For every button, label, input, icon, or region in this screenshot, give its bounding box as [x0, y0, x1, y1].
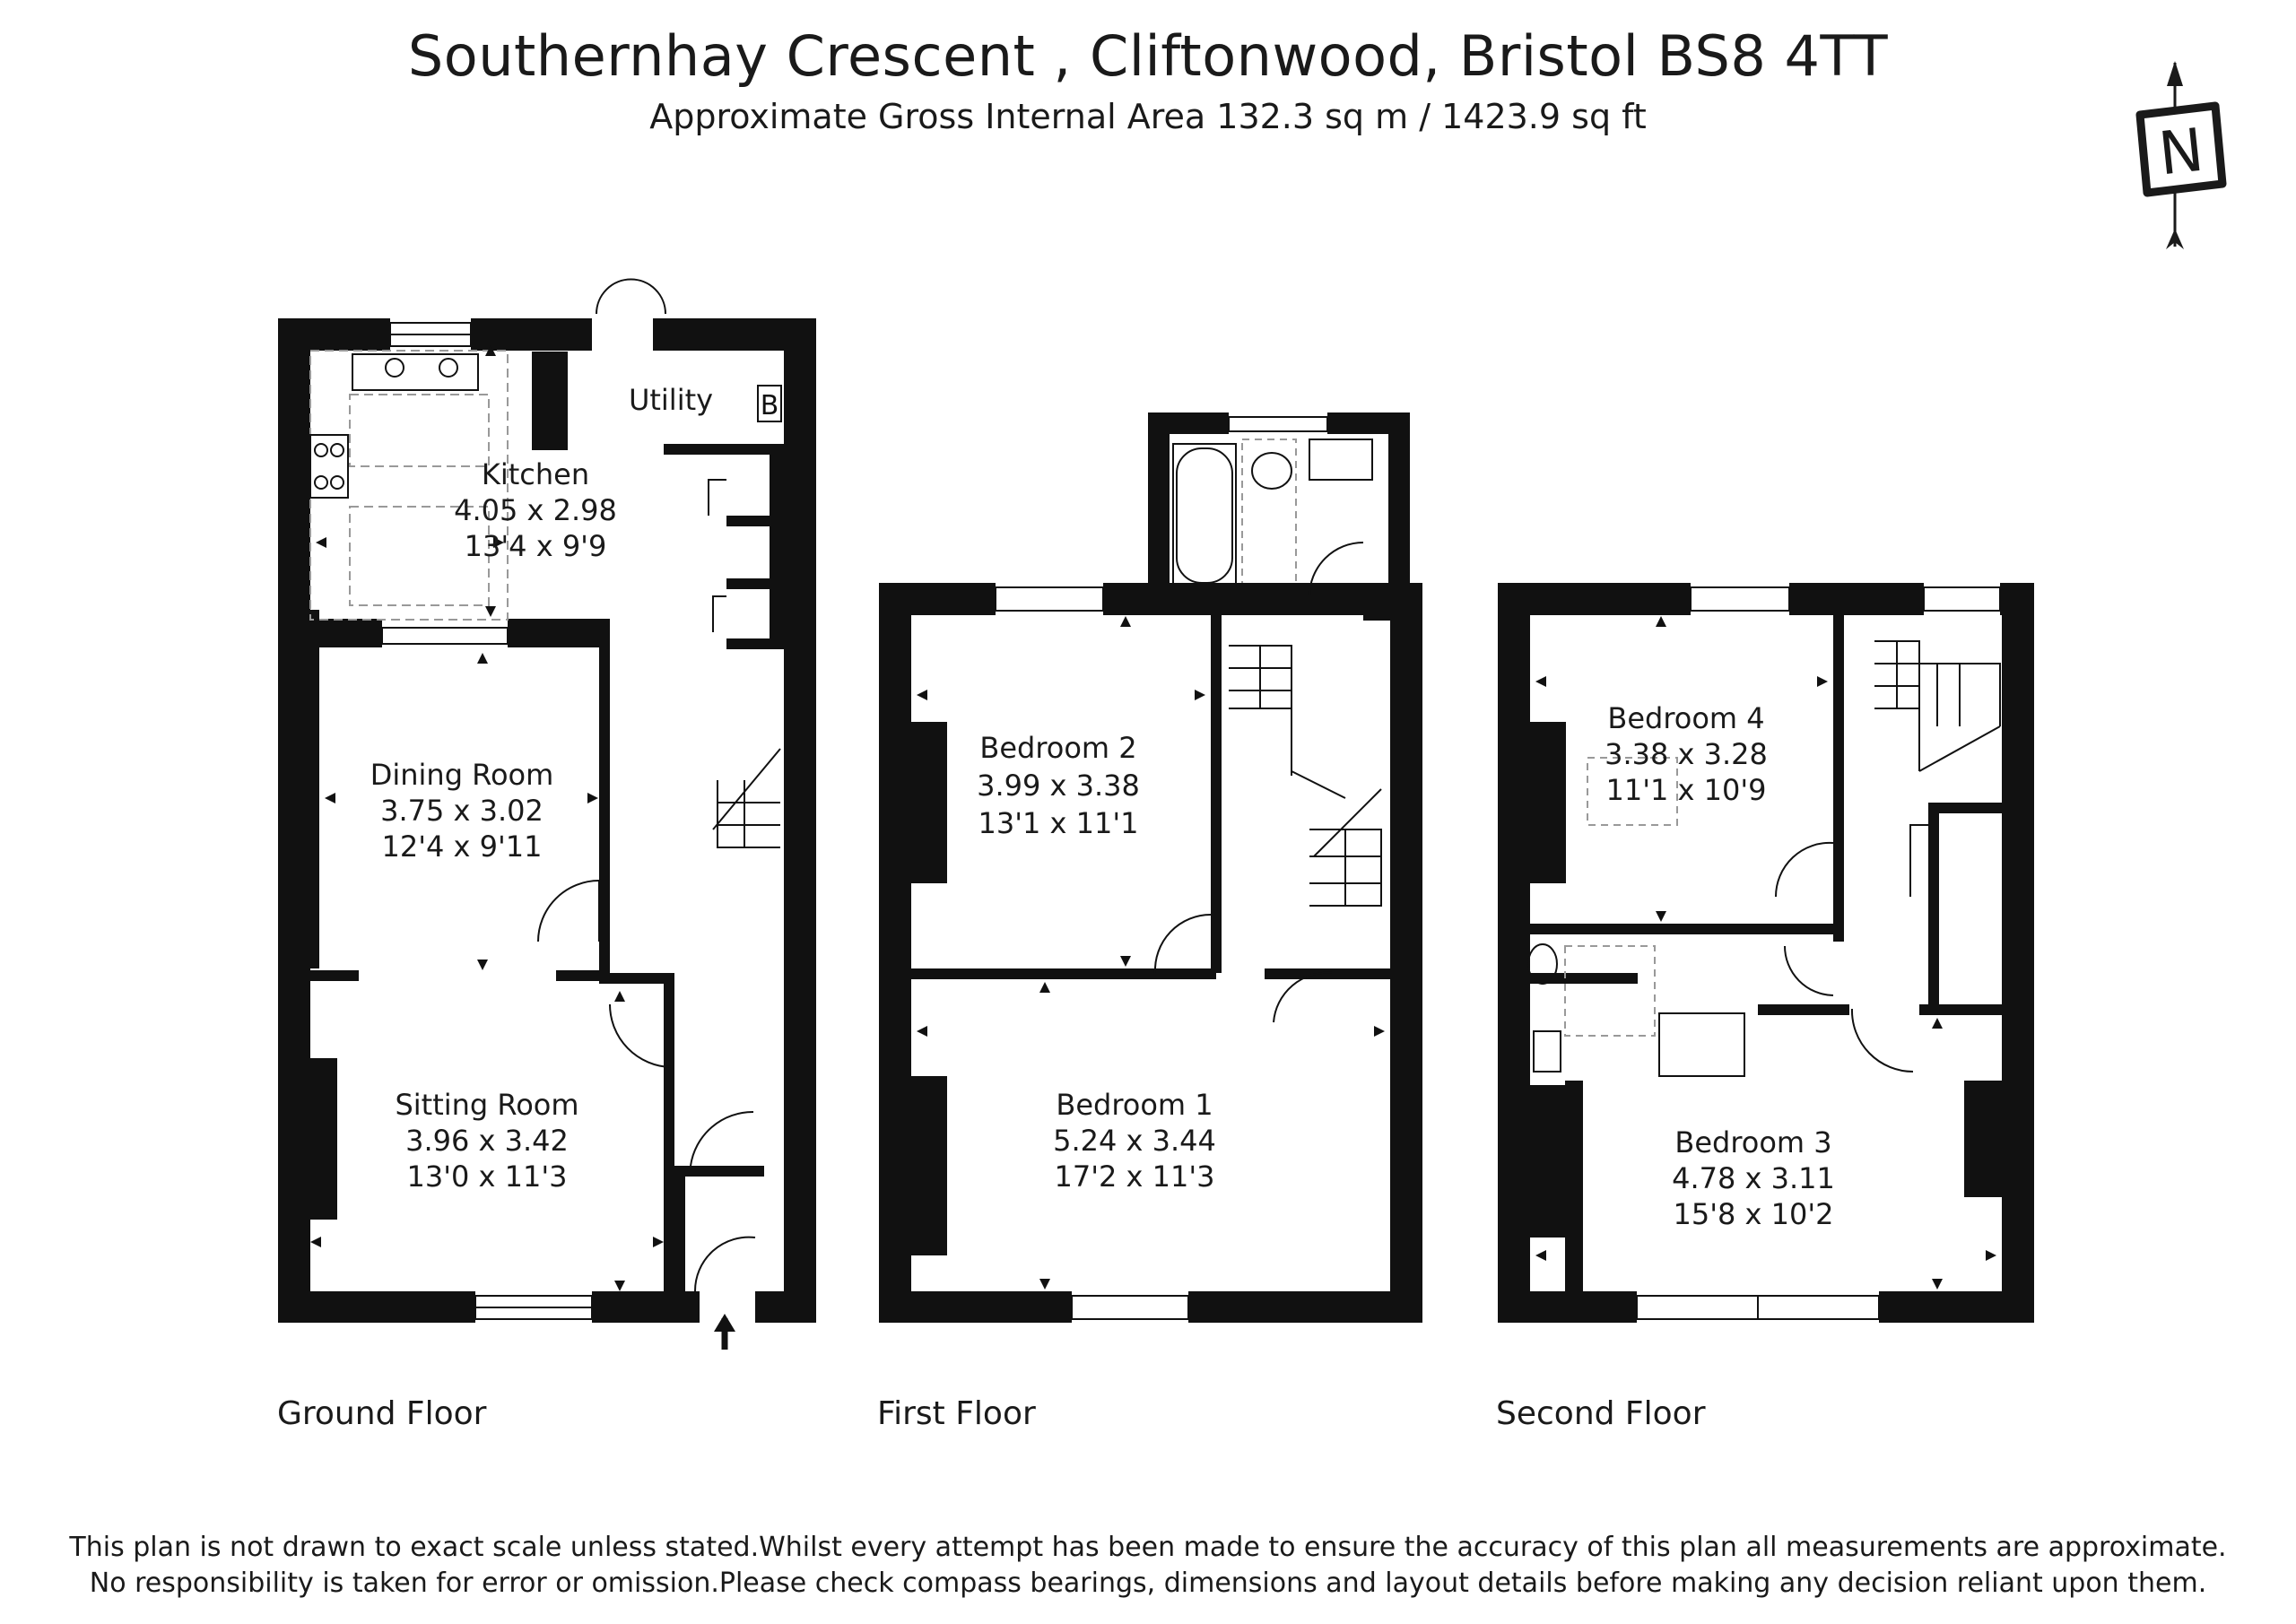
ground-floor-label: Ground Floor [277, 1395, 487, 1432]
kitchen-metric: 4.05 x 2.98 [454, 493, 617, 527]
bedroom-2-name: Bedroom 2 [979, 731, 1136, 765]
utility-label: Utility [629, 383, 713, 417]
dining-room-imperial: 12'4 x 9'11 [381, 829, 542, 864]
sitting-room-name: Sitting Room [395, 1088, 578, 1122]
compass-letter: N [2155, 116, 2206, 189]
kitchen-imperial: 13'4 x 9'9 [465, 529, 607, 563]
boiler-label: B [761, 390, 779, 421]
sitting-room-metric: 3.96 x 3.42 [405, 1124, 569, 1158]
bedroom-2-metric: 3.99 x 3.38 [977, 769, 1140, 803]
disclaimer-line-2: No responsibility is taken for error or … [89, 1568, 2207, 1599]
first-floor-label: First Floor [877, 1395, 1036, 1432]
bedroom-4-metric: 3.38 x 3.28 [1605, 737, 1768, 771]
second-floor-label: Second Floor [1496, 1395, 1706, 1432]
first-floor-plan: Bedroom 2 3.99 x 3.38 13'1 x 11'1 Bedroo… [879, 413, 1422, 1323]
bedroom-1-metric: 5.24 x 3.44 [1053, 1124, 1216, 1158]
sitting-room-imperial: 13'0 x 11'3 [406, 1159, 567, 1194]
bedroom-4-name: Bedroom 4 [1607, 701, 1764, 735]
bedroom-3-imperial: 15'8 x 10'2 [1673, 1197, 1833, 1231]
bedroom-2-imperial: 13'1 x 11'1 [978, 806, 1138, 840]
bedroom-3-metric: 4.78 x 3.11 [1672, 1161, 1835, 1195]
second-floor-plan: Bedroom 4 3.38 x 3.28 11'1 x 10'9 Bedroo… [1498, 583, 2034, 1323]
disclaimer-line-1: This plan is not drawn to exact scale un… [69, 1532, 2227, 1563]
north-compass-icon: N [2135, 61, 2227, 249]
bedroom-1-imperial: 17'2 x 11'3 [1054, 1159, 1214, 1194]
plan-title: Southernhay Crescent , Cliftonwood, Bris… [407, 23, 1889, 89]
dining-room-metric: 3.75 x 3.02 [380, 794, 544, 828]
bedroom-4-imperial: 11'1 x 10'9 [1605, 773, 1766, 807]
dining-room-name: Dining Room [370, 758, 554, 792]
bedroom-1-name: Bedroom 1 [1056, 1088, 1213, 1122]
ground-floor-plan: B [278, 278, 816, 1350]
gross-area-subtitle: Approximate Gross Internal Area 132.3 sq… [649, 97, 1647, 136]
kitchen-name: Kitchen [482, 457, 589, 491]
bedroom-3-name: Bedroom 3 [1674, 1125, 1831, 1159]
